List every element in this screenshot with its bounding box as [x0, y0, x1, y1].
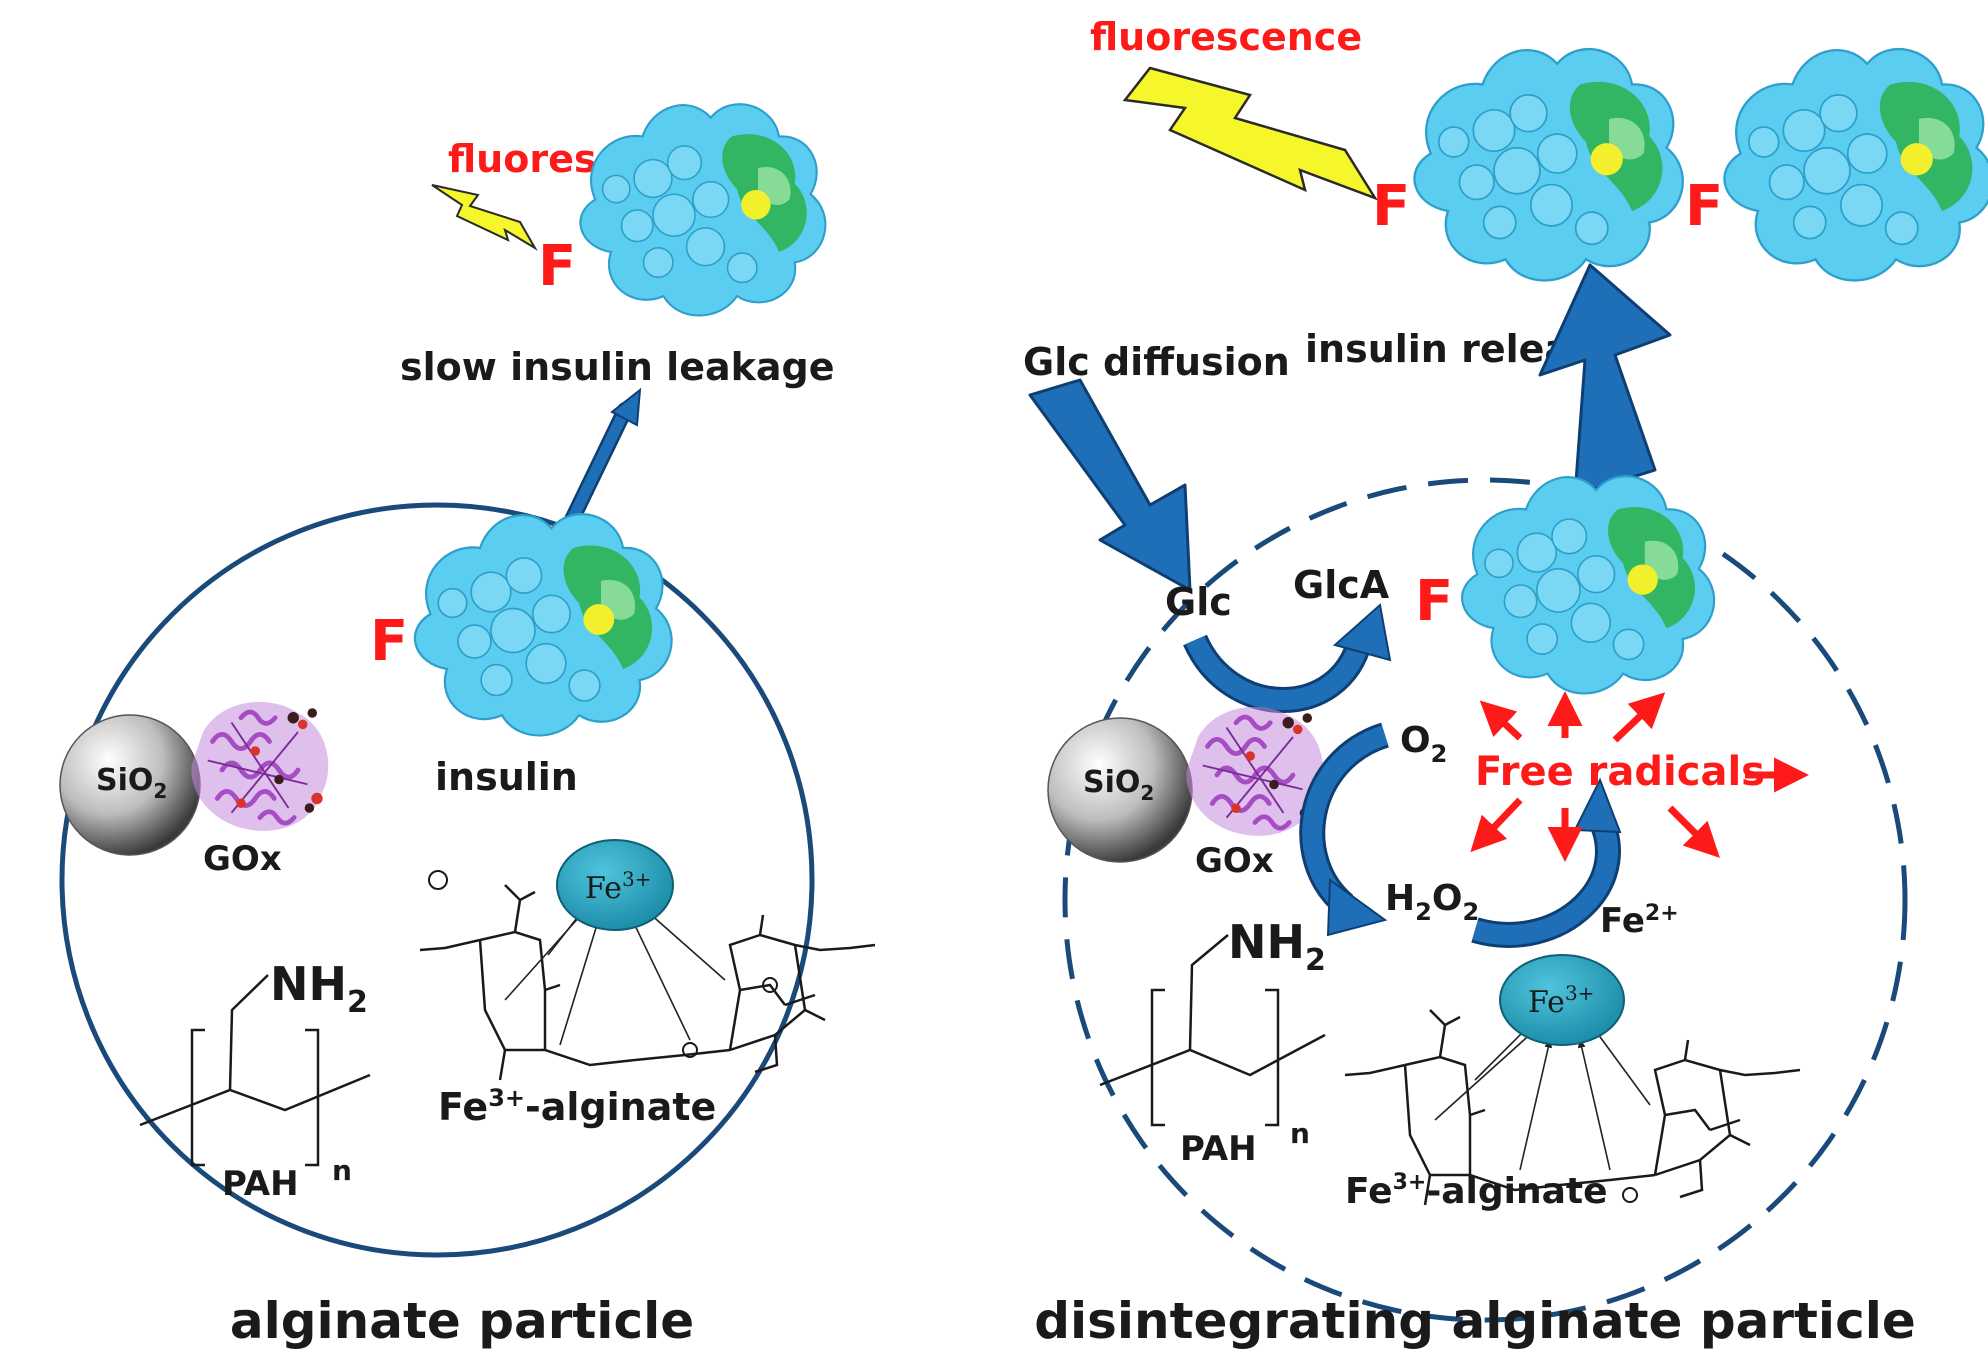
- fe2-label: Fe2+: [1600, 901, 1679, 941]
- glca-label: GlcA: [1293, 563, 1390, 607]
- pah-label: PAH: [222, 1164, 299, 1204]
- coordination-arrows-right: [1434, 1013, 1651, 1171]
- gox-label-right: GOx: [1195, 841, 1274, 881]
- h2o2-label: H2O2: [1385, 878, 1479, 926]
- alginate-hydroxyl-labels: [428, 870, 778, 1058]
- right-caption: disintegrating alginate particle: [1034, 1292, 1916, 1350]
- lightning-icon: [431, 184, 538, 251]
- pah-polymer-icon: [139, 974, 371, 1167]
- iron-ion-right-label: Fe3+: [1528, 981, 1594, 1020]
- insulin-molecule-released-2-icon: [1723, 47, 1988, 282]
- o2-label: O2: [1400, 720, 1447, 768]
- pah-right-label: PAH: [1180, 1129, 1257, 1169]
- gox-enzyme-icon: [191, 702, 328, 831]
- disintegrating-particle-circle: [1062, 477, 1908, 1323]
- sio2-label-right: SiO2: [1083, 765, 1154, 805]
- insulin-molecule-released-icon: [579, 103, 827, 317]
- o2-to-h2o2-arrow-icon: [1299, 722, 1390, 937]
- iron-ion-icon: [556, 839, 674, 931]
- radical-burst-arrows: [1470, 691, 1809, 862]
- fluorophore-f-top1: F: [1372, 174, 1410, 239]
- left-panel: fluorescence F slow insulin leakage F in…: [59, 103, 877, 1350]
- iron-ion-right-icon: [1499, 954, 1625, 1046]
- fluorophore-f-label: F: [538, 234, 576, 299]
- glc-label: Glc: [1165, 580, 1232, 624]
- insulin-molecule-icon: [413, 513, 673, 737]
- insulin-release-arrow-icon: [1538, 263, 1672, 497]
- fluorophore-f-inner-right: F: [1415, 569, 1453, 634]
- glc-to-glca-arrow-icon: [1183, 603, 1392, 713]
- fluorophore-f-top2: F: [1685, 174, 1723, 239]
- pah-polymer-right-icon: [1099, 934, 1326, 1127]
- right-panel: fluorescence F F Glc diffusion insulin r…: [1023, 15, 1988, 1350]
- free-radicals-label: Free radicals: [1475, 749, 1765, 795]
- iron-ion-label: Fe3+: [585, 867, 651, 906]
- gox-label: GOx: [203, 839, 282, 879]
- insulin-molecule-inner-icon: [1461, 475, 1716, 695]
- leakage-arrow-icon: [559, 387, 642, 538]
- amine-right-label: NH2: [1228, 915, 1326, 978]
- insulin-label: insulin: [435, 755, 578, 799]
- pah-right-n-subscript: n: [1290, 1117, 1310, 1150]
- fe-alginate-label: Fe3+-alginate: [438, 1084, 716, 1129]
- fenton-arrow-icon: [1471, 777, 1622, 948]
- fluorescence-label-right: fluorescence: [1090, 15, 1362, 59]
- lightning-large-icon: [1122, 66, 1379, 201]
- alginate-particle-circle: [59, 502, 815, 1258]
- left-caption: alginate particle: [230, 1292, 694, 1350]
- alginate-terminal-o: [1622, 1187, 1638, 1203]
- amine-label: NH2: [270, 957, 368, 1020]
- leakage-label: slow insulin leakage: [400, 345, 835, 389]
- glc-diffusion-label: Glc diffusion: [1023, 340, 1290, 384]
- pah-n-subscript: n: [332, 1154, 352, 1187]
- glc-diffusion-arrow-icon: [1028, 378, 1192, 592]
- insulin-molecule-released-1-icon: [1413, 47, 1684, 282]
- fe-alginate-right-label: Fe3+-alginate: [1345, 1170, 1608, 1212]
- fluorophore-f-inner-label: F: [370, 609, 408, 674]
- sio2-label: SiO2: [96, 763, 167, 803]
